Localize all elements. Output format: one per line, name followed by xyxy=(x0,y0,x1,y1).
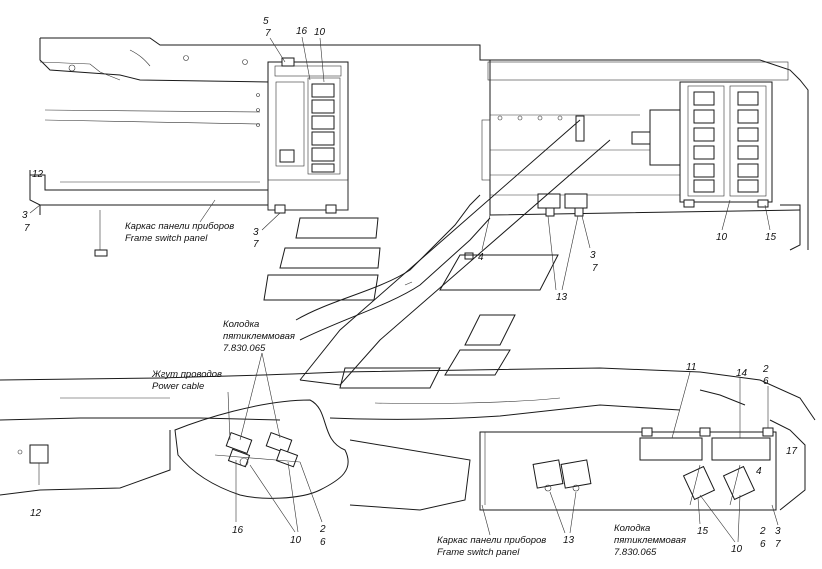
frame-label-en: Frame switch panel xyxy=(125,233,208,244)
label-2: 2 xyxy=(319,524,326,535)
label-2: 2 xyxy=(762,364,769,375)
label-3: 3 xyxy=(775,526,781,537)
label-7: 7 xyxy=(253,239,259,250)
connector-pair-13 xyxy=(532,459,592,492)
switch-column-left xyxy=(311,83,335,173)
label-12: 12 xyxy=(30,508,42,519)
label-13: 13 xyxy=(556,292,568,303)
label-7: 7 xyxy=(775,539,781,550)
label-3: 3 xyxy=(22,210,28,221)
label-6: 6 xyxy=(760,539,766,550)
label-15: 15 xyxy=(765,232,777,243)
connector-pair-left xyxy=(214,432,301,468)
label-7: 7 xyxy=(265,28,271,39)
label-6: 6 xyxy=(763,376,769,387)
connector-label-ru-1: Колодка xyxy=(223,319,259,330)
label-12: 12 xyxy=(32,169,44,180)
label-5: 5 xyxy=(263,16,269,27)
label-16: 16 xyxy=(296,26,308,37)
connector-label-ru-2: пятиклеммовая xyxy=(223,331,295,342)
connector-pair-right xyxy=(682,464,756,506)
label-14: 14 xyxy=(736,368,748,379)
label-4: 4 xyxy=(756,466,762,477)
label-3: 3 xyxy=(253,227,259,238)
connector2-label-ru-1: Колодка xyxy=(614,523,650,534)
harness-label-ru: Жгут проводов xyxy=(151,369,222,380)
connector2-label-ru-2: пятиклеммовая xyxy=(614,535,686,546)
frame-label-en: Frame switch panel xyxy=(437,547,520,558)
label-4: 4 xyxy=(478,252,484,263)
label-16: 16 xyxy=(232,525,244,536)
harness-label-en: Power cable xyxy=(152,381,204,392)
label-17: 17 xyxy=(786,446,798,457)
view-direction-arrow xyxy=(263,119,611,389)
connector2-code: 7.830.065 xyxy=(614,547,657,558)
label-7: 7 xyxy=(592,263,598,274)
label-7: 7 xyxy=(24,223,30,234)
switch-column-right-a xyxy=(693,91,715,193)
label-10: 10 xyxy=(314,27,326,38)
switch-column-right-b xyxy=(737,91,759,193)
frame-label-ru: Каркас панели приборов xyxy=(437,535,546,546)
bottom-panel-view: Колодка пятиклеммовая 7.830.065 Жгут про… xyxy=(0,319,816,558)
label-11: 11 xyxy=(686,362,696,373)
label-10: 10 xyxy=(716,232,728,243)
connector-code: 7.830.065 xyxy=(223,343,266,354)
label-10: 10 xyxy=(290,535,302,546)
label-10: 10 xyxy=(731,544,743,555)
label-6: 6 xyxy=(320,537,326,548)
label-2: 2 xyxy=(759,526,766,537)
top-panel-view: 5 7 16 10 12 3 7 Каркас панели приборов … xyxy=(22,16,809,303)
frame-label-ru: Каркас панели приборов xyxy=(125,221,234,232)
label-15: 15 xyxy=(697,526,709,537)
label-3: 3 xyxy=(590,250,596,261)
label-13: 13 xyxy=(563,535,575,546)
